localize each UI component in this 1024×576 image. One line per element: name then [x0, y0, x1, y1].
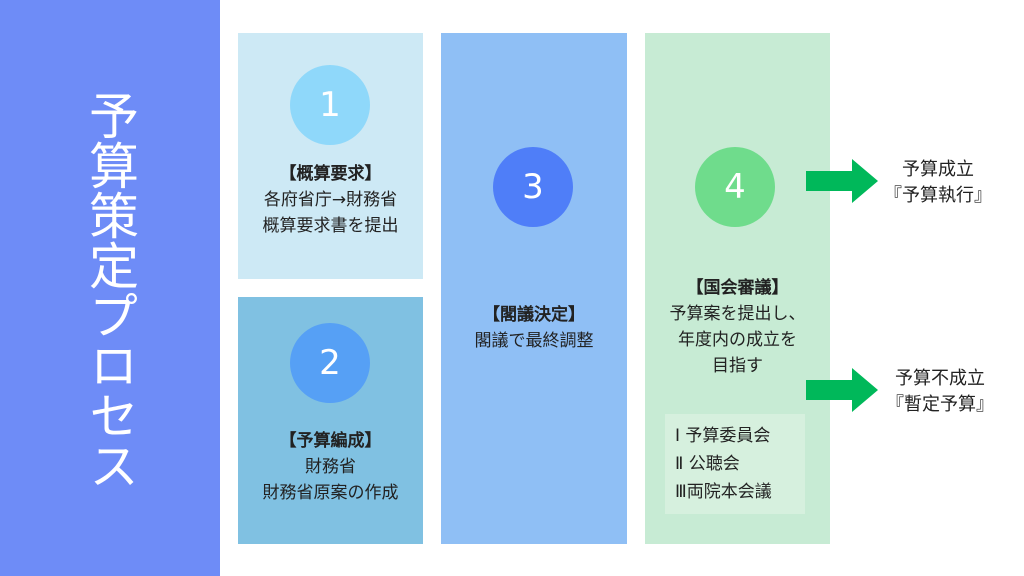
step-1-text: 【概算要求】 各府省庁→財務省 概算要求書を提出	[238, 161, 423, 239]
outcome-passed: 予算成立 『予算執行』	[873, 157, 1003, 209]
step-4-heading: 【国会審議】	[686, 278, 789, 298]
outcome-detail: 『暫定予算』	[886, 394, 994, 415]
arrow-right-icon	[806, 368, 878, 412]
step-4-number: 4	[695, 147, 775, 227]
sidebar	[0, 0, 220, 576]
outcome-label: 予算成立	[902, 159, 974, 180]
committee-list: Ⅰ 予算委員会 Ⅱ 公聴会 Ⅲ両院本会議	[665, 414, 805, 514]
step-1-number: 1	[290, 65, 370, 145]
committee-item: Ⅱ 公聴会	[675, 454, 740, 474]
step-2-line: 財務省原案の作成	[262, 483, 399, 503]
step-1-line: 概算要求書を提出	[262, 216, 399, 236]
step-1-heading: 【概算要求】	[279, 164, 382, 184]
step-2-heading: 【予算編成】	[279, 431, 382, 451]
step-3-number: 3	[493, 147, 573, 227]
step-4-text: 【国会審議】 予算案を提出し、 年度内の成立を 目指す	[645, 275, 830, 379]
step-3-heading: 【閣議決定】	[483, 305, 585, 325]
step-3-line: 閣議で最終調整	[474, 331, 594, 351]
step-2-box: 2 【予算編成】 財務省 財務省原案の作成	[238, 297, 423, 544]
step-2-line: 財務省	[305, 457, 356, 477]
step-1-line: 各府省庁→財務省	[263, 190, 398, 210]
step-3-text: 【閣議決定】 閣議で最終調整	[441, 302, 627, 354]
step-4-box: 4 【国会審議】 予算案を提出し、 年度内の成立を 目指す Ⅰ 予算委員会 Ⅱ …	[645, 33, 830, 544]
committee-item: Ⅲ両院本会議	[675, 482, 772, 502]
outcome-detail: 『予算執行』	[884, 185, 992, 206]
step-2-text: 【予算編成】 財務省 財務省原案の作成	[238, 428, 423, 506]
page-title: 予算策定プロセス	[81, 90, 139, 490]
step-4-line: 予算案を提出し、	[669, 304, 806, 324]
committee-item: Ⅰ 予算委員会	[675, 426, 771, 446]
outcome-label: 予算不成立	[895, 368, 985, 389]
outcome-failed: 予算不成立 『暫定予算』	[875, 366, 1005, 418]
step-4-line: 年度内の成立を	[678, 330, 797, 350]
step-3-box: 3 【閣議決定】 閣議で最終調整	[441, 33, 627, 544]
step-2-number: 2	[290, 323, 370, 403]
step-1-box: 1 【概算要求】 各府省庁→財務省 概算要求書を提出	[238, 33, 423, 279]
arrow-right-icon	[806, 159, 878, 203]
step-4-line: 目指す	[712, 356, 763, 376]
